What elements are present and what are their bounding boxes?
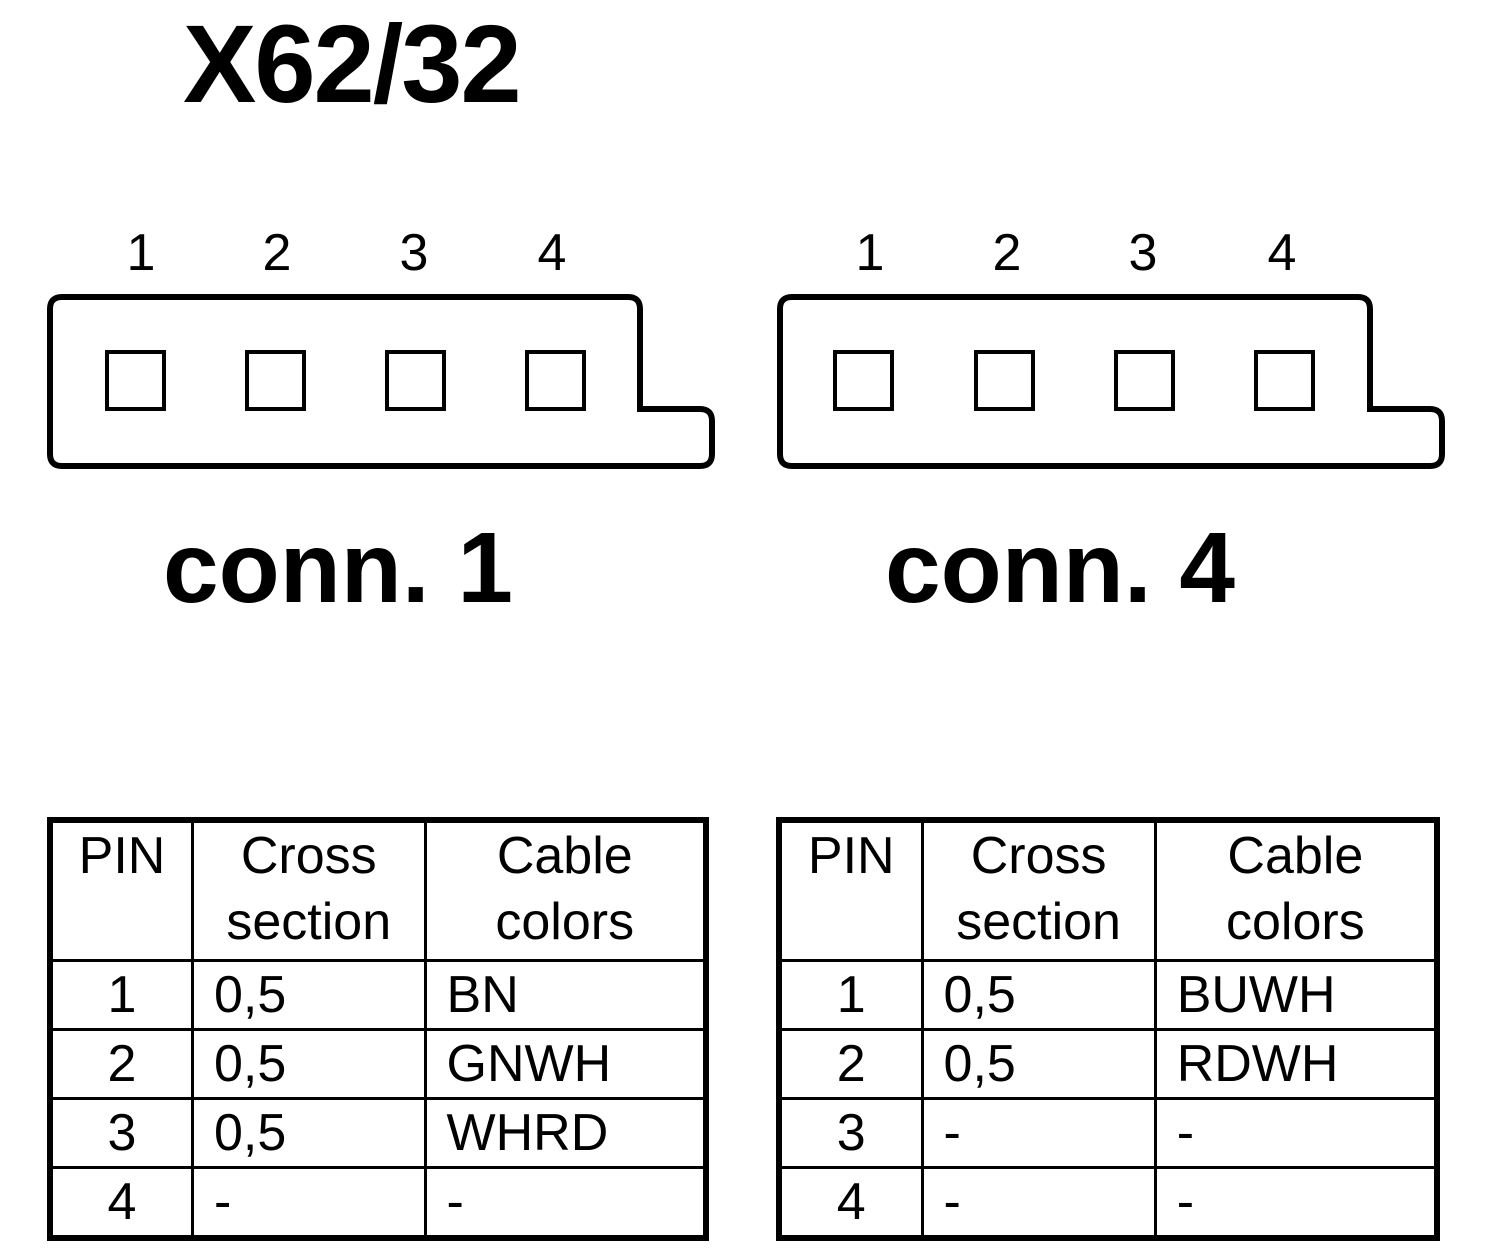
pin-cell: 3 <box>777 1097 924 1169</box>
diagram-title: X62/32 <box>183 3 522 126</box>
pin-cell: 4 <box>777 1166 924 1240</box>
connector-4-pin-number: 4 <box>1268 224 1297 282</box>
connector-4-pin-2-socket <box>974 350 1035 411</box>
connector-drawings: 1 2 3 4 1 2 3 4 <box>47 224 1445 469</box>
table-row: 2 0,5 RDWH <box>777 1028 1439 1100</box>
pin-cell: 1 <box>48 959 195 1031</box>
table-row: 1 0,5 BUWH <box>777 959 1439 1031</box>
table-row: 2 0,5 GNWH <box>48 1028 708 1100</box>
cross-section-cell: - <box>191 1166 427 1240</box>
connector-1-outline <box>47 294 715 469</box>
cable-color-cell: - <box>1153 1097 1439 1169</box>
pin-cell: 2 <box>777 1028 924 1100</box>
cable-color-cell: BN <box>423 959 708 1031</box>
cross-section-cell: 0,5 <box>191 1028 427 1100</box>
cross-section-cell: 0,5 <box>920 959 1157 1031</box>
table-row: 4 - - <box>48 1166 708 1240</box>
connector-4-pin-number: 1 <box>856 224 885 282</box>
connector-1-pin-2-socket <box>245 350 306 411</box>
cross-section-cell: 0,5 <box>191 959 427 1031</box>
connector-4-outline <box>777 294 1445 469</box>
connector-4-pin-number: 3 <box>1129 224 1158 282</box>
connector-1-pin-number: 2 <box>263 224 292 282</box>
connector-4-pin-4-socket <box>1254 350 1315 411</box>
connector-1-pin-number: 4 <box>538 224 567 282</box>
table-row: 4 - - <box>777 1166 1439 1240</box>
header-pin: PIN <box>48 818 195 962</box>
cable-color-cell: - <box>423 1166 708 1240</box>
connector-1-pin-3-socket <box>385 350 446 411</box>
connector-1-pin-4-socket <box>525 350 586 411</box>
cable-color-cell: GNWH <box>423 1028 708 1100</box>
connector-4-label: conn. 4 <box>885 512 1236 624</box>
cross-section-cell: 0,5 <box>191 1097 427 1169</box>
cable-color-cell: WHRD <box>423 1097 708 1169</box>
cable-color-cell: RDWH <box>1153 1028 1439 1100</box>
connector-1-pin-1-socket <box>105 350 166 411</box>
cable-color-cell: - <box>1153 1166 1439 1240</box>
table-row: 3 - - <box>777 1097 1439 1169</box>
cable-color-cell: BUWH <box>1153 959 1439 1031</box>
connector-1-label: conn. 1 <box>163 512 514 624</box>
connector-1-pin-number: 1 <box>127 224 156 282</box>
cross-section-cell: - <box>920 1097 1157 1169</box>
connector-4-pin-3-socket <box>1114 350 1175 411</box>
table-row: 3 0,5 WHRD <box>48 1097 708 1169</box>
pin-cell: 1 <box>777 959 924 1031</box>
cross-section-cell: 0,5 <box>920 1028 1157 1100</box>
header-pin: PIN <box>777 818 924 962</box>
connector-4-pin-number: 2 <box>993 224 1022 282</box>
pin-cell: 3 <box>48 1097 195 1169</box>
table-row: 1 0,5 BN <box>48 959 708 1031</box>
connector-4-pin-1-socket <box>833 350 894 411</box>
pin-cell: 2 <box>48 1028 195 1100</box>
pin-cell: 4 <box>48 1166 195 1240</box>
cross-section-cell: - <box>920 1166 1157 1240</box>
connector-1-pin-number: 3 <box>400 224 429 282</box>
